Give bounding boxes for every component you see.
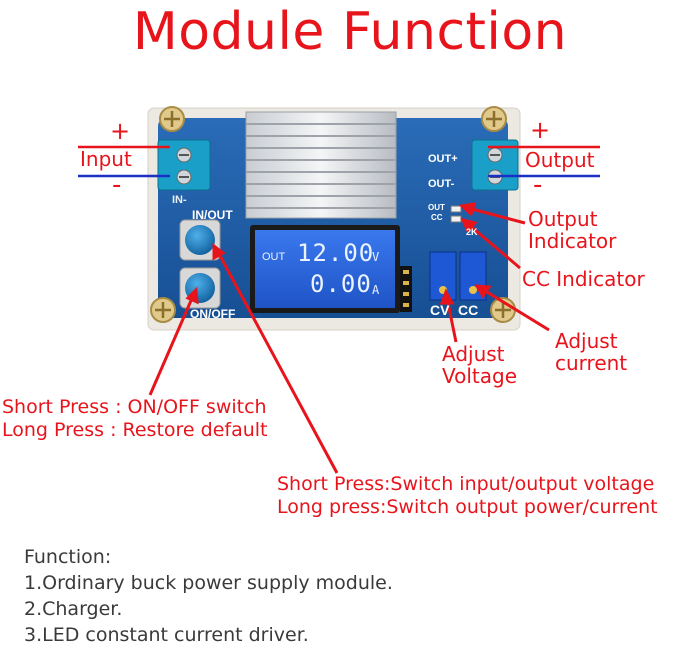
adjust-current-label-line2: current (555, 351, 628, 375)
arrowhead-icon (439, 288, 455, 305)
pcb-in-minus: IN- (172, 194, 187, 206)
cc-led (450, 215, 462, 223)
input-plus-sign: + (110, 117, 131, 145)
pcb-cc-label: CC (458, 302, 479, 318)
input-terminal-block (157, 139, 211, 191)
on-off-short-press-label: Short Press : ON/OFF switch (2, 396, 267, 418)
output-indicator-label-line2: Indicator (528, 229, 617, 253)
in-out-long-press-label: Long press:Switch output power/current (277, 496, 658, 518)
output-terminal-block (471, 139, 519, 191)
arrowhead-icon (460, 217, 478, 234)
arrowhead-icon (212, 242, 226, 261)
lcd-voltage-value: 12.00 (297, 239, 375, 267)
output-minus-sign: - (533, 170, 543, 200)
function-item: 2.Charger. (24, 598, 123, 620)
lcd-voltage-unit: V (372, 250, 380, 264)
in-out-button (179, 219, 221, 261)
screw-icon (159, 106, 185, 132)
on-off-button (179, 267, 221, 309)
pcb-led-cc-label: CC (431, 213, 443, 222)
cc-indicator-label: CC Indicator (522, 267, 645, 291)
on-off-long-press-label: Long Press : Restore default (2, 419, 268, 441)
in-out-arrow (216, 251, 339, 474)
adjust-current-arrow (481, 287, 550, 332)
pin-header (400, 266, 412, 312)
screw-icon (150, 297, 176, 323)
page-title: Module Function (132, 2, 568, 62)
cv-potentiometer (429, 251, 457, 301)
output-indicator-label: Output Indicator (528, 208, 616, 252)
adjust-voltage-label-line1: Adjust (442, 342, 505, 366)
function-item: 3.LED constant current driver. (24, 624, 309, 646)
pcb-resistor-label: 2K (466, 227, 478, 237)
adjust-voltage-label: Adjust Voltage (442, 343, 517, 387)
arrowhead-icon (458, 202, 477, 217)
in-out-short-press-label: Short Press:Switch input/output voltage (277, 473, 655, 495)
lcd-out-label: OUT (262, 251, 286, 263)
pcb-out-minus: OUT- (428, 178, 455, 190)
lcd-current-value: 0.00 (310, 270, 372, 298)
pcb-led-out-label: OUT (428, 203, 445, 212)
arrowhead-icon (474, 284, 492, 299)
pcb-on-off-label: ON/OFF (190, 307, 236, 321)
adjust-current-label: Adjust current (555, 330, 627, 374)
screw-icon (481, 106, 507, 132)
output-label: Output (525, 148, 595, 172)
lcd-current-unit: A (372, 283, 380, 297)
function-heading: Function: (24, 546, 112, 568)
input-minus-sign: - (112, 170, 122, 200)
function-item: 1.Ordinary buck power supply module. (24, 572, 393, 594)
output-plus-sign: + (530, 116, 551, 144)
output-indicator-label-line1: Output (528, 207, 598, 231)
cc-indicator-arrow (467, 222, 521, 270)
pcb-in-out-label: IN/OUT (192, 208, 233, 222)
adjust-voltage-arrow (445, 297, 458, 343)
on-off-arrow (148, 295, 195, 396)
output-indicator-arrow (467, 206, 526, 225)
adjust-current-label-line1: Adjust (555, 329, 618, 353)
pcb-out-plus: OUT+ (428, 153, 458, 165)
arrowhead-icon (185, 286, 199, 305)
heatsink (245, 111, 397, 219)
lcd-panel (255, 230, 395, 308)
adjust-voltage-label-line2: Voltage (442, 364, 518, 388)
output-led (450, 205, 462, 213)
input-label: Input (80, 147, 132, 171)
pcb-cv-label: CV (430, 302, 450, 318)
